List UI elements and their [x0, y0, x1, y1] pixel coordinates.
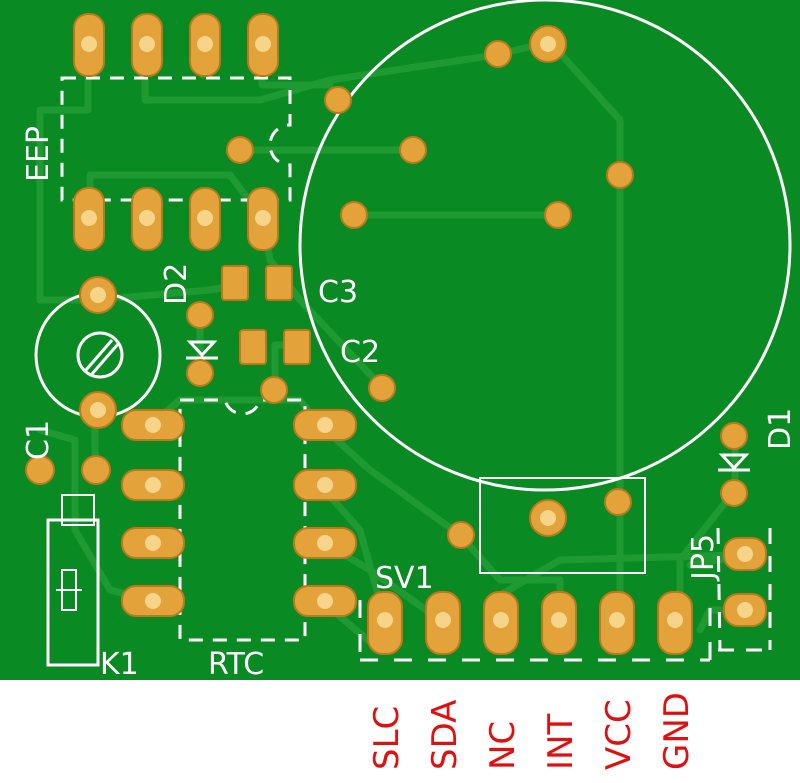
label-d2: D2 [159, 263, 194, 305]
k1-crystal-outline [46, 494, 100, 667]
pin-label-sda: SDA [425, 700, 465, 770]
label-eep: EEP [21, 126, 56, 182]
pin-label-vcc: VCC [599, 699, 639, 770]
via-pads [25, 25, 748, 549]
eep-pads [73, 13, 279, 251]
smd-pads [221, 265, 311, 365]
rtc-pads [121, 409, 357, 617]
label-c1: C1 [21, 420, 56, 460]
label-k1: K1 [100, 647, 139, 682]
label-jp5: JP5 [686, 534, 721, 582]
label-sv1: SV1 [375, 561, 434, 596]
battery-outline [298, 0, 792, 492]
d2-diode-symbol [186, 340, 218, 360]
c2-pad-2 [283, 329, 311, 365]
jp5-outline [716, 527, 772, 652]
sv1-header-outline [358, 600, 712, 662]
pin-labels: SLC SDA NC INT VCC GND [367, 692, 697, 770]
label-c3: C3 [318, 275, 358, 310]
eep-chip-outline [60, 76, 292, 202]
label-c2: C2 [340, 335, 380, 370]
sv1-pads [367, 591, 693, 655]
d1-diode-symbol [718, 453, 750, 472]
pin-label-nc: NC [483, 721, 523, 770]
battery-bracket-outline [479, 477, 646, 574]
c2-pad-1 [239, 329, 267, 365]
c3-pad-1 [221, 265, 249, 301]
pcb-board [0, 0, 800, 680]
pin-label-int: INT [541, 714, 581, 770]
label-d1: D1 [763, 408, 798, 450]
label-rtc: RTC [208, 647, 264, 682]
rtc-chip-outline [178, 398, 307, 642]
jp5-pads [723, 537, 767, 627]
c3-pad-2 [265, 265, 293, 301]
pin-label-slc: SLC [367, 706, 407, 770]
pin-label-gnd: GND [657, 692, 697, 770]
